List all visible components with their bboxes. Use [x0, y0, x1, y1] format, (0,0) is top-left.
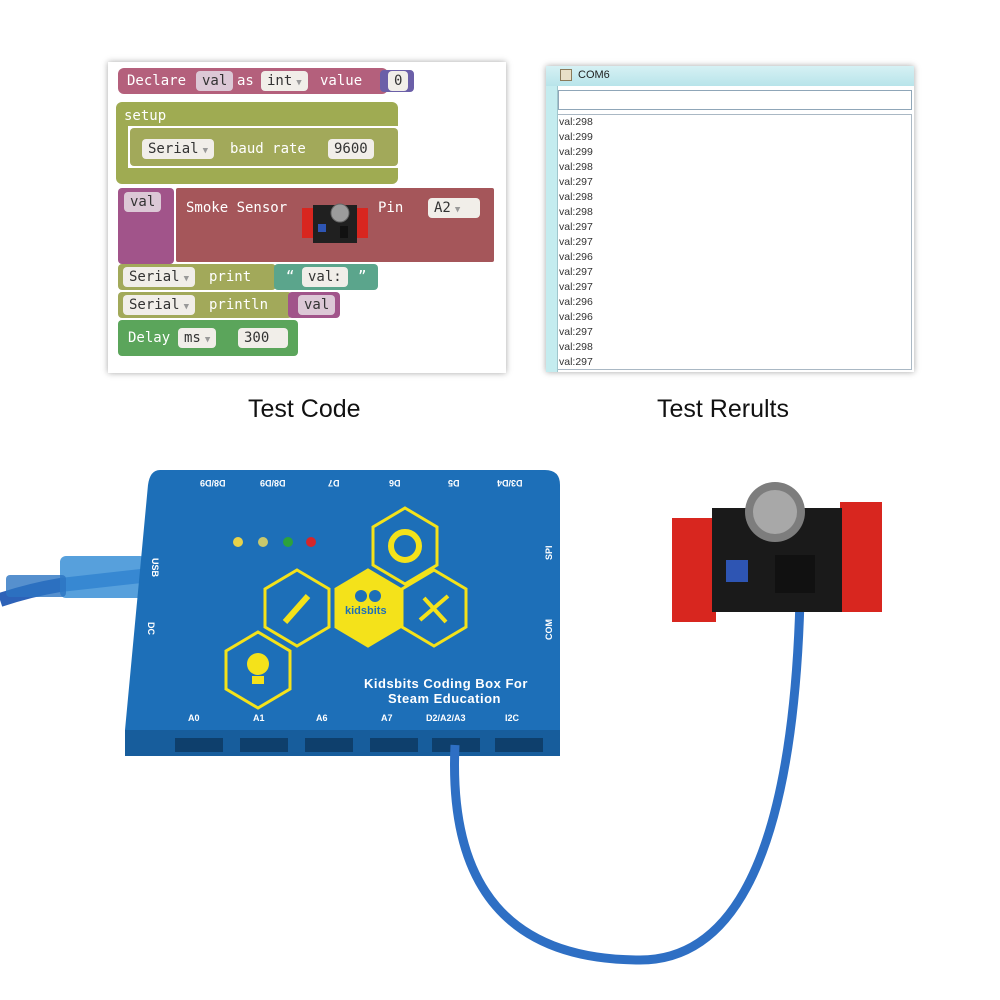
- delay-label: Delay: [128, 330, 171, 346]
- serial-output-line: val:297: [559, 176, 593, 188]
- println-var-field[interactable]: val: [298, 295, 336, 315]
- serial-title-bar[interactable]: COM6: [546, 66, 914, 86]
- baud-rate-label: baud rate: [230, 141, 306, 157]
- usb-label: USB: [150, 558, 160, 578]
- serial-output-line: val:298: [559, 191, 593, 203]
- smoke-sensor-module: [672, 482, 882, 622]
- brand-line-1: Kidsbits Coding Box For: [364, 676, 528, 691]
- reset-label: RESET: [135, 495, 145, 526]
- serial-output-line: val:298: [559, 116, 593, 128]
- serial-title: COM6: [578, 69, 610, 81]
- serial-output-line: val:296: [559, 296, 593, 308]
- top-port-label: D6: [389, 478, 401, 488]
- serial-output-line: val:297: [559, 236, 593, 248]
- kidsbits-logo: kidsbits: [345, 605, 387, 617]
- serial-output-line: val:298: [559, 206, 593, 218]
- spi-label: SPI: [544, 545, 554, 560]
- pin-label: Pin: [378, 200, 404, 216]
- println-method-label: println: [209, 297, 269, 313]
- top-port-label: D8/D9: [260, 478, 286, 488]
- serial-output-line: val:297: [559, 281, 593, 293]
- lightbulb-icon: [247, 653, 269, 675]
- smoke-sensor-module-icon: [302, 203, 368, 243]
- led-3: [283, 537, 293, 547]
- close-quote: ”: [358, 269, 367, 285]
- declare-block[interactable]: [118, 68, 388, 94]
- print-text-field[interactable]: val:: [302, 267, 348, 287]
- led-4: [306, 537, 316, 547]
- serial-output-line: val:298: [559, 341, 593, 353]
- gear-icon: [388, 529, 422, 563]
- top-port-label: D3/D4: [497, 478, 523, 488]
- test-results-caption: Test Rerults: [657, 395, 789, 423]
- declare-var-field[interactable]: val: [196, 71, 234, 91]
- code-panel: Declare val as int▼ value 0 setup Serial…: [108, 62, 506, 373]
- serial-output-line: val:297: [559, 356, 593, 368]
- declare-value-field[interactable]: 0: [388, 71, 409, 91]
- serial-output-line: val:299: [559, 131, 593, 143]
- serial-output-line: val:296: [559, 251, 593, 263]
- com-label: COM: [544, 619, 554, 640]
- delay-value-field[interactable]: 300: [238, 328, 288, 348]
- assign-var-field[interactable]: val: [124, 192, 162, 212]
- declare-keyword: Declare: [127, 73, 187, 89]
- serial-output-line: val:297: [559, 326, 593, 338]
- bottom-port-label: A0: [188, 713, 200, 723]
- println-serial-dropdown[interactable]: Serial▼: [123, 295, 195, 315]
- bottom-port-label: D2/A2/A3: [426, 713, 466, 723]
- hardware-photo: [0, 470, 882, 965]
- serial-output-line: val:296: [559, 311, 593, 323]
- brand-line-2: Steam Education: [388, 691, 501, 706]
- open-quote: “: [286, 269, 295, 285]
- bottom-port-label: A1: [253, 713, 265, 723]
- potentiometer-icon: [726, 560, 748, 582]
- print-serial-dropdown[interactable]: Serial▼: [123, 267, 195, 287]
- usb-plug: [60, 556, 146, 598]
- serial-monitor-window: COM6 val:298 val:299 val:299 val:298 val:297…: [546, 66, 914, 372]
- serial-output-line: val:299: [559, 146, 593, 158]
- as-keyword: as: [237, 73, 254, 89]
- wrench-icon: [282, 594, 311, 624]
- bottom-port-label: A7: [381, 713, 393, 723]
- sensor-cable: [450, 599, 805, 965]
- baud-rate-field[interactable]: 9600: [328, 139, 374, 159]
- serial-output-line: val:297: [559, 221, 593, 233]
- top-port-label: D7: [328, 478, 340, 488]
- pencil-ruler-icon: [418, 594, 450, 624]
- setup-label: setup: [124, 108, 167, 124]
- value-keyword: value: [320, 73, 363, 89]
- bottom-port-label: A6: [316, 713, 328, 723]
- top-port-label: D5: [448, 478, 460, 488]
- led-1: [233, 537, 243, 547]
- serial-dropdown[interactable]: Serial▼: [142, 139, 214, 159]
- pin-dropdown[interactable]: A2▼: [428, 198, 480, 218]
- led-2: [258, 537, 268, 547]
- bottom-port-label: I2C: [505, 713, 520, 723]
- gear-hexagon: [371, 506, 439, 586]
- top-port-label: D8/D9: [200, 478, 226, 488]
- serial-send-input[interactable]: [558, 90, 912, 110]
- print-method-label: print: [209, 269, 252, 285]
- delay-unit-dropdown[interactable]: ms▼: [178, 328, 217, 348]
- dc-label: DC: [146, 622, 156, 635]
- serial-window-frame: [546, 86, 558, 372]
- java-app-icon: [560, 69, 572, 81]
- serial-output-line: val:298: [559, 161, 593, 173]
- type-dropdown[interactable]: int▼: [261, 71, 308, 91]
- serial-output-area: val:298 val:299 val:299 val:298 val:297 val:2…: [558, 114, 912, 370]
- test-code-caption: Test Code: [248, 395, 361, 423]
- smoke-sensor-label: Smoke Sensor: [186, 200, 288, 216]
- serial-output-line: val:297: [559, 266, 593, 278]
